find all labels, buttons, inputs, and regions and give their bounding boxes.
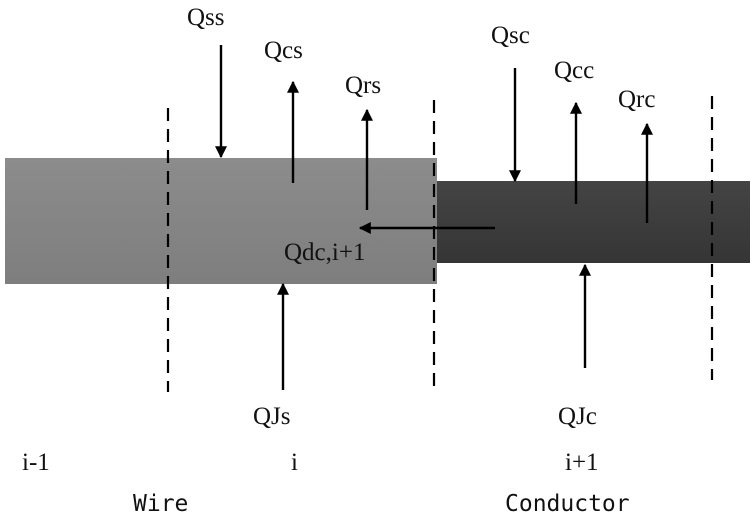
label-segment-current: i — [291, 449, 298, 476]
label-qrc: Qrc — [618, 86, 655, 113]
label-qjs: QJs — [253, 403, 291, 430]
label-wire: Wire — [133, 491, 188, 517]
label-qjc: QJc — [558, 403, 597, 430]
label-qsc: Qsc — [491, 22, 530, 49]
label-segment-prev: i-1 — [22, 449, 50, 476]
label-segment-next: i+1 — [565, 449, 599, 476]
label-qcc: Qcc — [554, 57, 594, 84]
wire-body — [5, 158, 437, 284]
label-qcs: Qcs — [264, 37, 303, 64]
label-qrs: Qrs — [345, 72, 381, 99]
label-qdc: Qdc,i+1 — [284, 239, 365, 266]
label-qss: Qss — [187, 4, 225, 31]
label-conductor: Conductor — [505, 491, 630, 517]
conductor-body — [435, 181, 750, 263]
